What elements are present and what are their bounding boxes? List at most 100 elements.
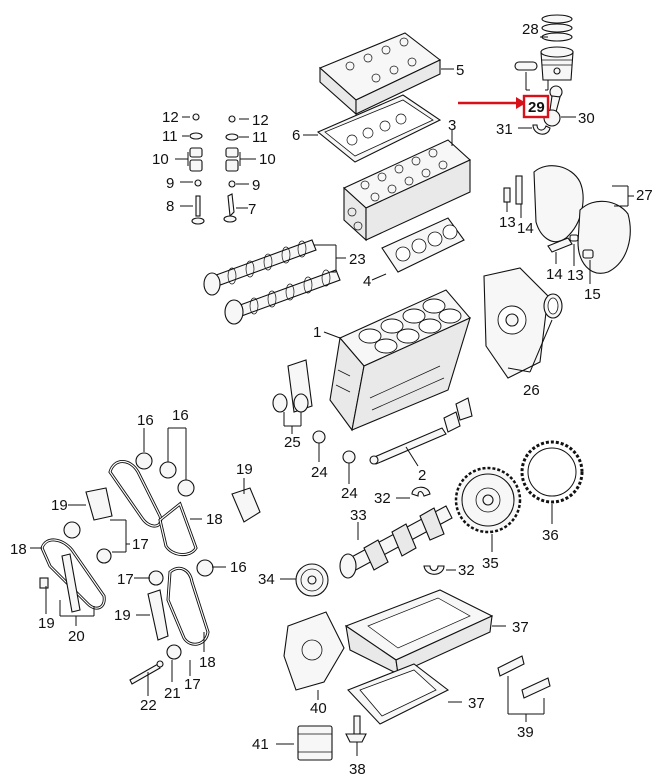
- crank-pulley: [295, 563, 329, 597]
- rod-bearing: [532, 124, 551, 135]
- ring-gear: [520, 440, 584, 504]
- oil-filter-housing: [297, 725, 333, 761]
- upper-oil-pan: [344, 589, 494, 675]
- cylinder-head: [343, 139, 471, 242]
- callout-24-a: 24: [311, 464, 328, 481]
- valve-train-left: [189, 113, 205, 225]
- callout-29: 29: [528, 99, 545, 116]
- callout-31: 31: [496, 121, 513, 138]
- callout-30: 30: [578, 110, 595, 127]
- callout-18-b: 18: [10, 541, 27, 558]
- callout-17-a: 17: [132, 536, 149, 553]
- callout-16-c: 16: [230, 559, 247, 576]
- callout-11-right: 11: [252, 129, 268, 146]
- lower-oil-pan: [347, 663, 450, 725]
- valve-train-right: [223, 115, 239, 223]
- callout-35: 35: [482, 555, 499, 572]
- callout-19-a: 19: [236, 461, 253, 478]
- callout-11-left: 11: [162, 128, 178, 145]
- gaskets-set: [497, 655, 551, 699]
- callout-17-c: 17: [184, 676, 201, 693]
- camshaft-lower: [224, 269, 341, 325]
- callout-39: 39: [517, 724, 534, 741]
- callout-26: 26: [523, 382, 540, 399]
- callout-41: 41: [252, 736, 269, 753]
- callout-21: 21: [164, 685, 181, 702]
- balance-shaft-bearings: [443, 397, 473, 433]
- callout-19-b: 19: [51, 497, 68, 514]
- callout-32-a: 32: [374, 490, 391, 507]
- callout-33: 33: [350, 507, 367, 524]
- callout-18-a: 18: [206, 511, 223, 528]
- callout-10-right: 10: [259, 151, 276, 168]
- engine-block: [329, 289, 471, 432]
- callout-14-lower: 14: [546, 266, 563, 283]
- crankshaft: [339, 505, 453, 579]
- callout-34: 34: [258, 571, 275, 588]
- callout-23: 23: [349, 251, 366, 268]
- callout-5: 5: [456, 62, 464, 79]
- callout-24-b: 24: [341, 485, 358, 502]
- oil-pump: [283, 611, 345, 691]
- callout-14-upper: 14: [517, 220, 534, 237]
- flex-plate: [454, 466, 522, 534]
- timing-covers: [533, 165, 631, 274]
- callout-12-right: 12: [252, 112, 269, 129]
- callout-19-d: 19: [38, 615, 55, 632]
- callout-13-upper: 13: [499, 214, 516, 231]
- callout-16-b: 16: [172, 407, 189, 424]
- valve-cover: [318, 32, 442, 116]
- callout-37-b: 37: [468, 695, 485, 712]
- callout-13-lower: 13: [567, 267, 584, 284]
- timing-chain-lower: [166, 566, 210, 646]
- head-gasket: [381, 217, 465, 273]
- chain-guides: [39, 487, 261, 641]
- balance-shaft: [369, 427, 447, 465]
- front-cover-seals: [272, 359, 313, 413]
- callout-20: 20: [68, 628, 85, 645]
- callout-17-b: 17: [117, 571, 134, 588]
- callout-25: 25: [284, 434, 301, 451]
- sensor-small: [503, 175, 523, 205]
- timing-chain-upper: [108, 460, 163, 528]
- drain-plug: [345, 715, 367, 743]
- callout-36: 36: [542, 527, 559, 544]
- rear-engine-cover: [483, 267, 549, 379]
- timing-chain-right: [158, 501, 198, 556]
- callout-37-a: 37: [512, 619, 529, 636]
- piston-rings: [541, 14, 573, 42]
- valve-cover-gasket: [316, 94, 442, 163]
- callout-7: 7: [248, 201, 256, 218]
- callout-40: 40: [310, 700, 327, 717]
- piston-pin: [514, 61, 538, 71]
- callout-27: 27: [636, 187, 653, 204]
- callout-38: 38: [349, 761, 366, 778]
- sprockets: [63, 452, 214, 660]
- callout-10-left: 10: [152, 151, 169, 168]
- callout-2: 2: [418, 467, 426, 484]
- main-bearing-lower: [423, 565, 445, 575]
- camshaft-upper: [203, 239, 317, 296]
- callout-labels: 28 5 29 30 31 3 6 12 12 11 11 10 10 9 9 …: [10, 21, 653, 778]
- oil-dipstick-tube: [129, 660, 164, 685]
- timing-chain-left: [40, 538, 106, 610]
- part-29-highlight-box: [522, 94, 550, 119]
- callout-12-left: 12: [162, 109, 179, 126]
- callout-9-left: 9: [166, 175, 174, 192]
- piston: [540, 46, 574, 81]
- rear-main-seal: [543, 293, 563, 319]
- callout-28: 28: [522, 21, 539, 38]
- callout-1: 1: [313, 324, 321, 341]
- sensor-bolts: [547, 234, 594, 259]
- callout-15: 15: [584, 286, 601, 303]
- callout-16-a: 16: [137, 412, 154, 429]
- callout-9-right: 9: [252, 177, 260, 194]
- callout-4: 4: [363, 273, 371, 290]
- callout-3: 3: [448, 117, 456, 134]
- callout-18-c: 18: [199, 654, 216, 671]
- callout-6: 6: [292, 127, 300, 144]
- main-bearing-upper: [411, 486, 431, 497]
- callout-32-b: 32: [458, 562, 475, 579]
- callout-8: 8: [166, 198, 174, 215]
